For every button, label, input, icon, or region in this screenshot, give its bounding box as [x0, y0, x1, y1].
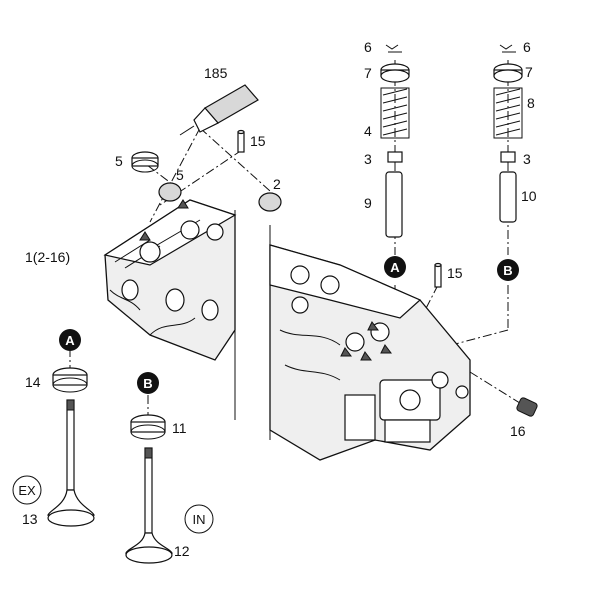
callout-7-a: 7	[364, 65, 372, 81]
badge-b-bottom: B	[137, 372, 159, 394]
svg-text:EX: EX	[18, 483, 36, 498]
callout-13: 13	[22, 511, 38, 527]
badge-a-bottom: A	[59, 329, 81, 351]
svg-text:B: B	[503, 263, 512, 278]
callout-9: 9	[364, 195, 372, 211]
seal-5-upper	[131, 151, 159, 173]
callout-8: 8	[527, 95, 535, 111]
valve-assembly-column-b	[493, 44, 523, 223]
cylinder-head-left-section	[103, 199, 237, 420]
callout-5-lower: 5	[176, 167, 184, 183]
dowel-pin-15-top	[237, 129, 245, 153]
dowel-pin-15-right	[434, 262, 442, 288]
valve-assembly-column-a	[380, 44, 410, 238]
callout-15-right: 15	[447, 265, 463, 281]
plug-2	[258, 192, 282, 212]
intake-marker: IN	[184, 504, 214, 534]
callout-12: 12	[174, 543, 190, 559]
svg-text:B: B	[143, 376, 152, 391]
callout-6-a: 6	[364, 39, 372, 55]
cylinder-head-right-section	[269, 225, 471, 461]
indicator-arrow	[177, 199, 189, 209]
callout-11: 11	[172, 420, 187, 436]
callout-3-b: 3	[523, 151, 531, 167]
valve-seat-14	[52, 367, 88, 393]
callout-2: 2	[273, 176, 281, 192]
sealant-tube-185	[179, 84, 259, 136]
intake-valve-12	[125, 447, 173, 564]
svg-text:A: A	[65, 333, 75, 348]
callout-16: 16	[510, 423, 526, 439]
callout-3-a: 3	[364, 151, 372, 167]
callout-14: 14	[25, 374, 41, 390]
indicator-arrow	[139, 231, 151, 241]
callout-10: 10	[521, 188, 537, 204]
callout-4: 4	[364, 123, 372, 139]
callout-15-top: 15	[250, 133, 266, 149]
callout-185: 185	[204, 65, 228, 81]
plug-16	[516, 397, 538, 417]
valve-seat-11	[130, 414, 166, 440]
badge-b-top: B	[497, 259, 519, 281]
callout-6-b: 6	[523, 39, 531, 55]
svg-text:A: A	[390, 260, 400, 275]
exhaust-marker: EX	[12, 475, 42, 505]
callout-5-upper: 5	[115, 153, 123, 169]
svg-text:IN: IN	[193, 512, 206, 527]
callout-7-b: 7	[525, 64, 533, 80]
seal-5-lower	[158, 182, 182, 202]
badge-a-top: A	[384, 256, 406, 278]
callout-1: 1(2-16)	[25, 249, 70, 265]
exhaust-valve-13	[47, 399, 95, 527]
